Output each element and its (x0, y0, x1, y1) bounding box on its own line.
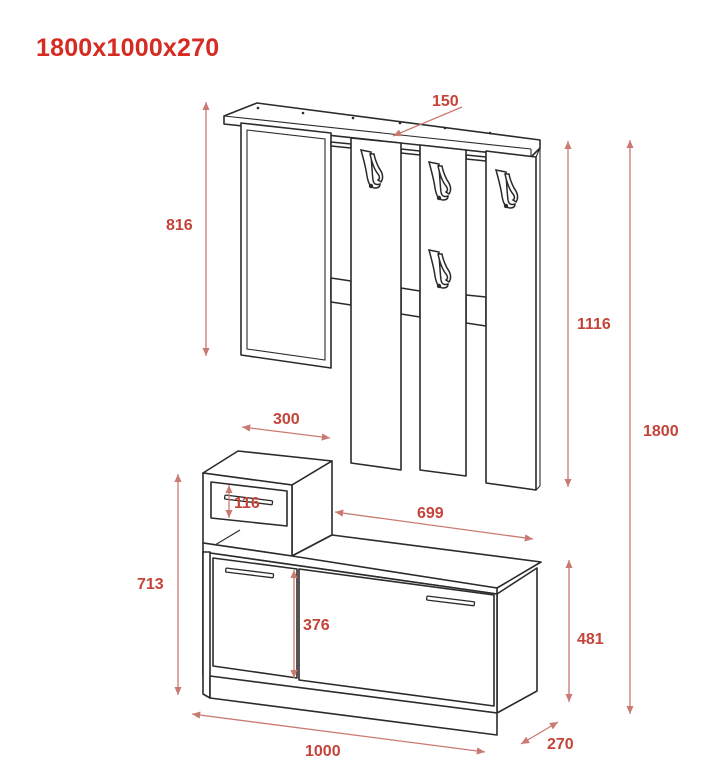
shoe-cabinet (202, 450, 542, 736)
product-dimensions-title: 1800x1000x270 (36, 34, 220, 62)
coat-hook-1 (359, 149, 384, 189)
dim-label-300: 300 (273, 411, 300, 428)
coat-hook-4 (427, 249, 452, 289)
coat-hook-2 (427, 161, 452, 201)
dim-label-376: 376 (303, 617, 330, 634)
hanging-panel-right (485, 150, 537, 491)
dim-label-1800: 1800 (643, 423, 679, 440)
dim-label-1000: 1000 (305, 743, 341, 760)
dim-label-481: 481 (577, 631, 604, 648)
wall-hanger-unit (223, 102, 541, 491)
dim-line-150 (392, 106, 463, 137)
dim-line-699 (334, 509, 534, 542)
dim-label-699: 699 (417, 505, 444, 522)
dim-label-150: 150 (432, 93, 459, 110)
dimension-labels: 150 816 1116 1800 300 116 699 713 376 48… (137, 93, 679, 760)
dim-line-270 (520, 721, 559, 745)
bench-edge (202, 542, 498, 595)
drawer-handle (223, 494, 274, 506)
hanging-panel-middle (419, 144, 467, 477)
mirror-panel (240, 122, 332, 369)
mirror-glass (246, 129, 326, 361)
dim-label-713: 713 (137, 576, 164, 593)
top-screw-holes (256, 106, 492, 135)
dimension-lines (174, 102, 634, 755)
dim-line-1000 (191, 711, 486, 755)
flap-door (298, 568, 495, 707)
hanging-panel-left (350, 137, 402, 471)
dim-label-1116: 1116 (577, 316, 611, 333)
dim-label-116: 116 (234, 495, 260, 512)
flap-door-handle (425, 595, 476, 607)
cabinet-left-side (202, 551, 211, 699)
dim-line-300 (241, 424, 331, 441)
cabinet-right-side (496, 567, 538, 714)
dim-label-270: 270 (547, 736, 574, 753)
door-left-handle (224, 567, 275, 579)
coat-hook-3 (494, 169, 519, 209)
dim-label-816: 816 (166, 217, 193, 234)
door-left (212, 557, 298, 679)
